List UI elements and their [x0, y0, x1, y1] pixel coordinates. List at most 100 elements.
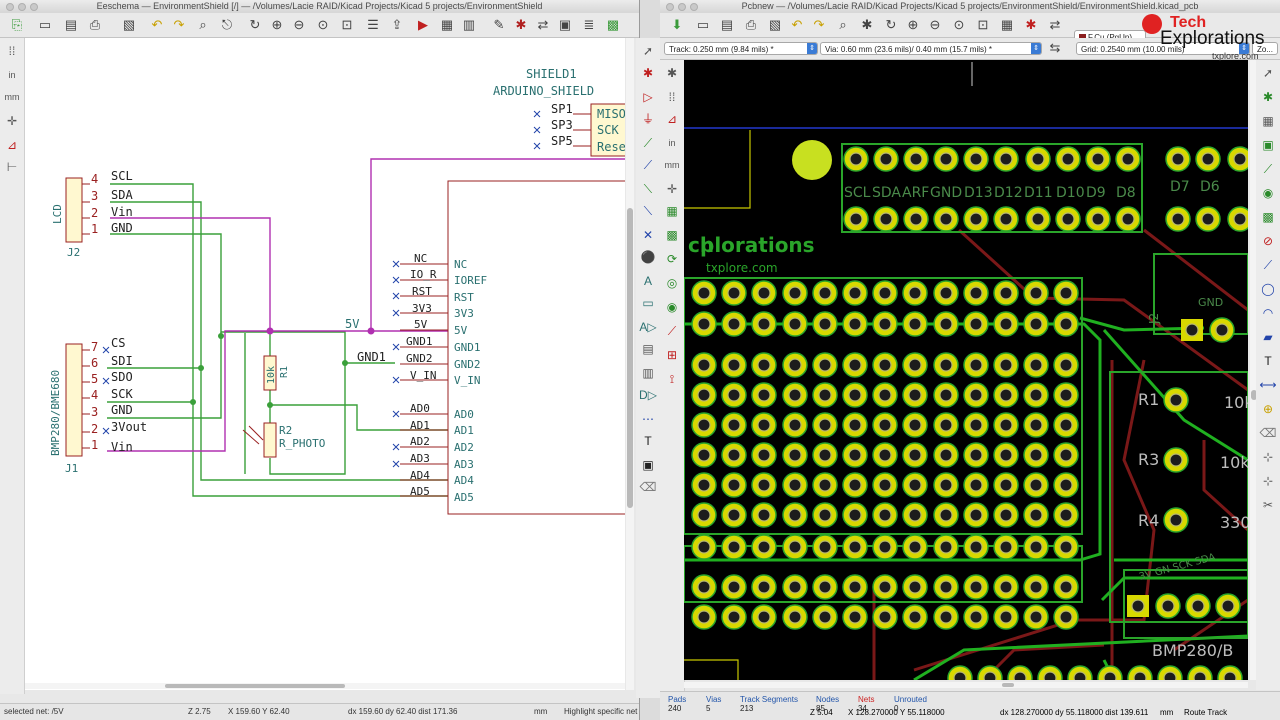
via-sketch-icon[interactable]: ◉ [666, 300, 678, 314]
pcb-pad[interactable] [963, 382, 989, 408]
pcb-pad[interactable] [947, 665, 973, 680]
pcb-pad[interactable] [691, 442, 717, 468]
pcb-pad[interactable] [1155, 593, 1181, 619]
pcb-pad[interactable] [903, 146, 929, 172]
pcb-pad[interactable] [1163, 507, 1189, 533]
pcb-pad[interactable] [691, 502, 717, 528]
pcb-pad[interactable] [993, 146, 1019, 172]
pcb-pad[interactable] [1023, 280, 1049, 306]
pcb-pad[interactable] [721, 352, 747, 378]
find-replace-icon[interactable]: ⎋ [221, 17, 233, 32]
pcb-pad[interactable] [842, 502, 868, 528]
pcb-pad[interactable] [842, 352, 868, 378]
grid-select[interactable]: Grid: 0.2540 mm (10.00 mils)⇕ [1076, 42, 1250, 55]
high-contrast-icon[interactable]: ⊞ [666, 348, 678, 362]
pcb-zoom-in-icon[interactable]: ⊕ [907, 17, 919, 32]
pcb-netlist-icon[interactable]: ⇄ [1049, 17, 1061, 32]
pcb-highlight-net-icon[interactable]: ✱ [1262, 90, 1274, 104]
pcb-pad[interactable] [963, 574, 989, 600]
pcb-pad[interactable] [842, 442, 868, 468]
new-sheet-icon[interactable]: ⎘ [11, 17, 23, 32]
pcb-pad[interactable] [1127, 595, 1149, 617]
annotate-icon[interactable]: ✎ [493, 17, 505, 32]
add-power-icon[interactable]: ⏚ [641, 112, 654, 126]
pcb-pad[interactable] [872, 574, 898, 600]
pcb-pad[interactable] [1215, 593, 1241, 619]
pcb-pad[interactable] [1055, 146, 1081, 172]
bus-entry-icon[interactable]: ⟍ [643, 204, 653, 218]
pcb-pad[interactable] [963, 280, 989, 306]
pcb-pad[interactable] [782, 280, 808, 306]
pcb-page-settings-icon[interactable]: ▭ [696, 17, 710, 32]
pcb-pad[interactable] [721, 280, 747, 306]
netlist-icon[interactable]: ⇄ [537, 17, 549, 32]
pcb-pad[interactable] [721, 412, 747, 438]
undo-icon[interactable]: ↶ [151, 17, 163, 32]
hidden-pins-icon[interactable]: ⊿ [6, 138, 18, 152]
wire-scl[interactable] [110, 183, 448, 497]
pcb-pad[interactable] [721, 604, 747, 630]
pcb-pad[interactable] [751, 472, 777, 498]
pcb-pad[interactable] [872, 280, 898, 306]
pcb-pad[interactable] [963, 352, 989, 378]
pcb-pad[interactable] [812, 412, 838, 438]
pcb-pad[interactable] [691, 534, 717, 560]
pcb-pad[interactable] [933, 604, 959, 630]
pcb-pad[interactable] [933, 311, 959, 337]
pcb-pad[interactable] [751, 604, 777, 630]
pcb-pad[interactable] [963, 472, 989, 498]
pcb-pad[interactable] [872, 412, 898, 438]
pcb-local-ratsnest-icon[interactable]: ▦ [1262, 114, 1274, 128]
pcb-zoom-selection-icon[interactable]: ⊡ [977, 17, 989, 32]
pcb-pad[interactable] [872, 442, 898, 468]
cursor-shape-icon[interactable]: ✛ [6, 114, 18, 128]
route-track-icon[interactable]: ⟋ [1263, 162, 1273, 176]
pcb-pad[interactable] [872, 604, 898, 630]
pcb-pad[interactable] [903, 206, 929, 232]
add-circle-icon[interactable]: ◯ [1261, 282, 1275, 296]
keepout-icon[interactable]: ⊘ [1262, 234, 1274, 248]
pcb-pad[interactable] [1127, 665, 1153, 680]
import-sheet-pin-icon[interactable]: ▥ [642, 366, 654, 380]
pcb-pad[interactable] [1185, 593, 1211, 619]
pcb-pad[interactable] [751, 442, 777, 468]
pcb-undo-icon[interactable]: ↶ [791, 17, 803, 32]
schematic-vertical-scrollbar[interactable] [626, 38, 634, 690]
pcb-pad[interactable] [721, 472, 747, 498]
pcb-redraw-icon[interactable]: ↻ [885, 17, 897, 32]
wire-vin[interactable] [110, 217, 271, 331]
pcb-pad[interactable] [1023, 442, 1049, 468]
pcb-pad[interactable] [1227, 146, 1248, 172]
pcb-pad[interactable] [691, 352, 717, 378]
pcb-pad[interactable] [812, 502, 838, 528]
pcb-pad[interactable] [993, 311, 1019, 337]
pcb-pad[interactable] [1053, 352, 1079, 378]
pcb-pad[interactable] [812, 311, 838, 337]
pcb-minimize-window-button[interactable] [678, 3, 686, 11]
pcb-pad[interactable] [902, 502, 928, 528]
pcb-footprint-editor-icon[interactable]: ▦ [1000, 17, 1014, 32]
pcb-pad[interactable] [1053, 280, 1079, 306]
pcb-pad[interactable] [842, 604, 868, 630]
library-browser-icon[interactable]: ▥ [462, 17, 476, 32]
pcb-pad[interactable] [1053, 574, 1079, 600]
drill-origin-icon[interactable]: ⊹ [1262, 474, 1274, 488]
pcb-pad[interactable] [1053, 442, 1079, 468]
highlight-net-icon[interactable]: ✱ [642, 66, 654, 80]
add-via-icon[interactable]: ◉ [1262, 186, 1274, 200]
close-window-button[interactable] [6, 3, 14, 11]
pcb-pad[interactable] [873, 206, 899, 232]
pcb-pad[interactable] [812, 604, 838, 630]
pcb-pad[interactable] [1023, 352, 1049, 378]
grid-toggle-icon[interactable]: ⁞⁞ [8, 44, 16, 58]
pcb-pad[interactable] [933, 442, 959, 468]
pcb-pad[interactable] [1025, 146, 1051, 172]
schematic-canvas[interactable]: LCD J2 4 SCL 3 SDA 2 Vin 1 GND BMP280/BM… [25, 38, 625, 690]
pcb-pad[interactable] [1067, 665, 1093, 680]
minimize-window-button[interactable] [18, 3, 26, 11]
show-zones-icon[interactable]: ▩ [666, 228, 678, 242]
pcb-pad[interactable] [691, 412, 717, 438]
pcb-pad[interactable] [751, 280, 777, 306]
pcb-pad[interactable] [872, 382, 898, 408]
